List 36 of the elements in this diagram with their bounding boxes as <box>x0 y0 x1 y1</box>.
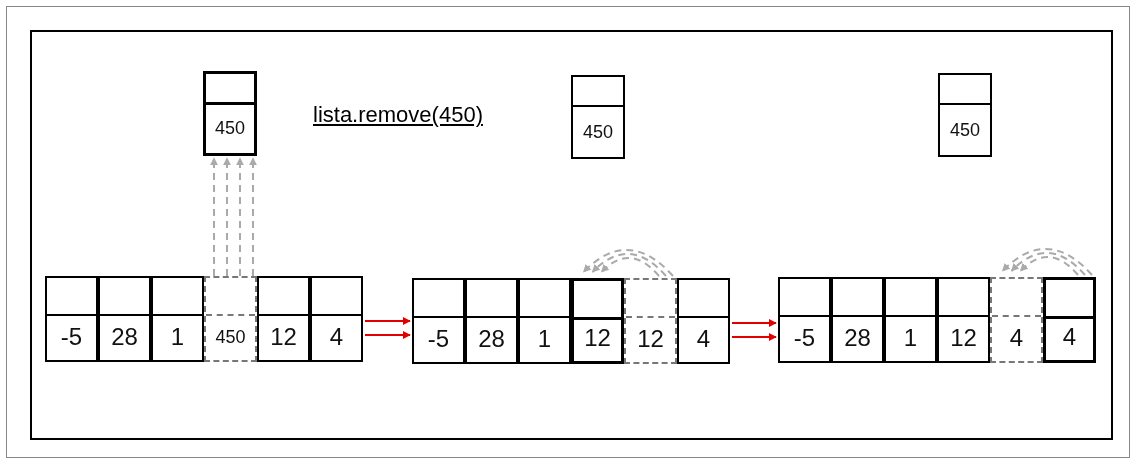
value-box: 450 <box>203 71 257 156</box>
value-box: 450 <box>938 73 992 157</box>
arrow <box>364 317 411 325</box>
array-cell: 12 <box>257 276 310 362</box>
dashed-arrow <box>1010 252 1086 276</box>
array-cell: 4 <box>677 278 730 364</box>
array-cell: 28 <box>465 278 518 364</box>
code-label: lista.remove(450) <box>313 102 483 128</box>
array-cell: -5 <box>45 276 98 362</box>
dashed-arrow <box>591 253 667 277</box>
dashed-arrow <box>210 157 218 277</box>
array-cell: 450 <box>204 276 257 362</box>
dashed-arrow <box>223 157 231 277</box>
array-cell: -5 <box>412 278 465 364</box>
arrow <box>731 319 777 327</box>
dashed-arrow <box>582 249 674 277</box>
dashed-arrow <box>1001 248 1093 276</box>
dashed-arrow <box>249 157 257 277</box>
value-box: 450 <box>571 75 625 159</box>
array-cell: 12 <box>937 277 990 363</box>
arrow <box>731 333 777 341</box>
array-cell: 1 <box>518 278 571 364</box>
dashed-arrow <box>236 157 244 277</box>
array-cell: 28 <box>98 276 151 362</box>
array-cell: 12 <box>624 278 677 364</box>
dashed-arrow <box>1019 256 1079 276</box>
arrow <box>364 331 411 339</box>
array-cell: -5 <box>778 277 831 363</box>
array-cell: 4 <box>990 277 1043 363</box>
dashed-arrow <box>600 257 660 277</box>
array-cell: 28 <box>831 277 884 363</box>
array-cell: 1 <box>151 276 204 362</box>
array-cell: 12 <box>571 278 624 364</box>
array-cell: 4 <box>1043 277 1096 363</box>
array-cell: 1 <box>884 277 937 363</box>
array-cell: 4 <box>310 276 363 362</box>
